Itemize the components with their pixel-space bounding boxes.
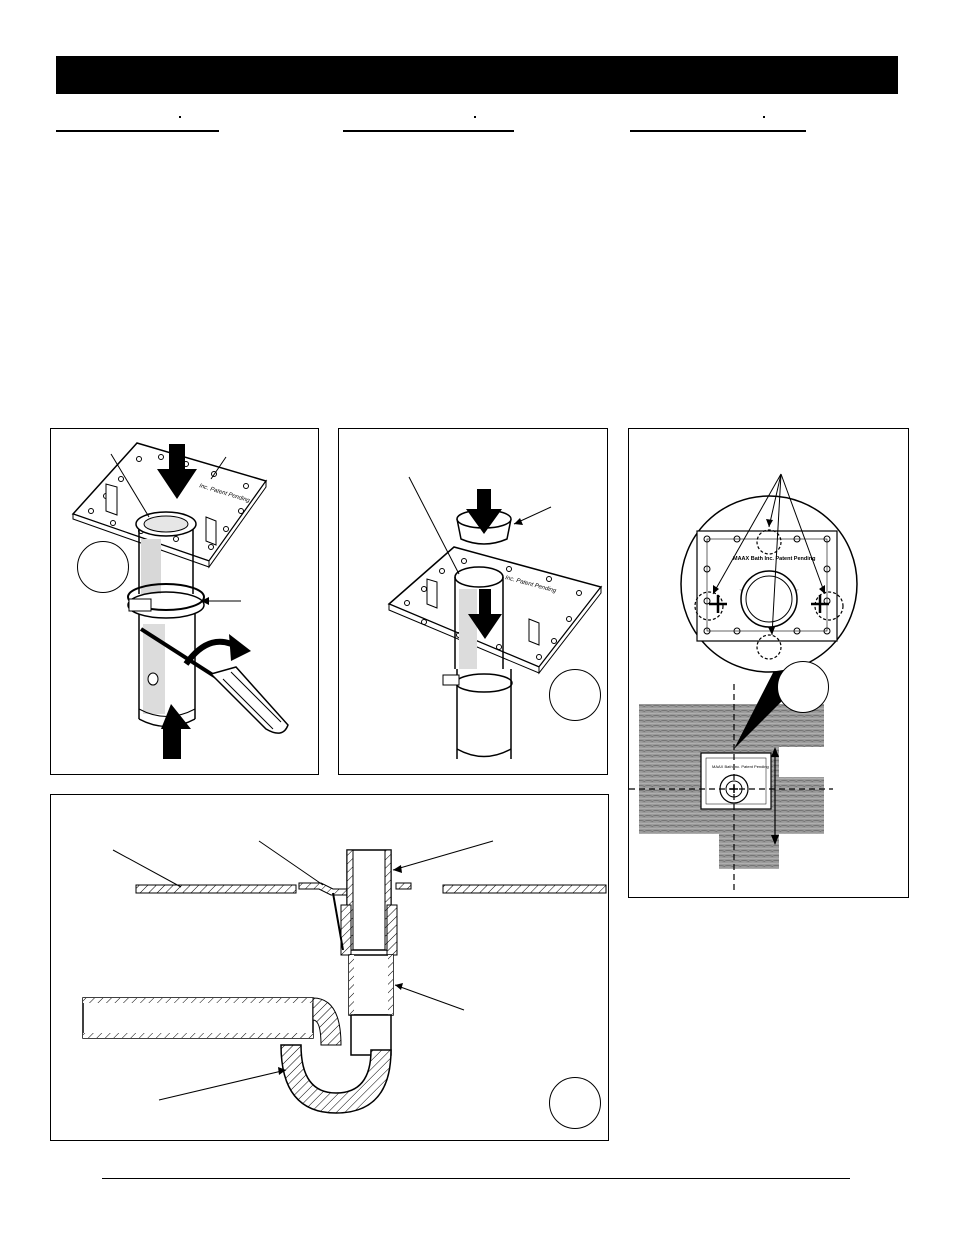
figure-4-illustration	[82, 840, 607, 1114]
figure-3-illustration: MAAX Bath Inc. Patent Pending MAAX Bath …	[629, 473, 858, 894]
column-heading-3	[630, 114, 806, 132]
section-header-bar	[56, 56, 898, 94]
figure-1-panel: Inc. Patent Pending	[50, 428, 319, 775]
footer-rule	[102, 1178, 850, 1179]
figure-4-panel	[50, 794, 609, 1141]
column-heading-1	[56, 114, 219, 132]
figure-2-illustration: Inc. Patent Pending	[387, 476, 603, 759]
figure-1-illustration: Inc. Patent Pending	[71, 442, 289, 759]
svg-text:MAAX Bath Inc. Patent Pending: MAAX Bath Inc. Patent Pending	[712, 764, 769, 769]
figure-3-panel: MAAX Bath Inc. Patent Pending MAAX Bath …	[628, 428, 909, 898]
figure-4-badge	[549, 1077, 601, 1129]
figure-3-badge	[777, 661, 829, 713]
column-heading-2	[343, 114, 514, 132]
figure-2-panel: Inc. Patent Pending	[338, 428, 608, 775]
figure-3-embossed-text: MAAX Bath Inc. Patent Pending	[733, 556, 816, 562]
figure-1-badge	[77, 541, 129, 593]
figure-2-badge	[549, 669, 601, 721]
